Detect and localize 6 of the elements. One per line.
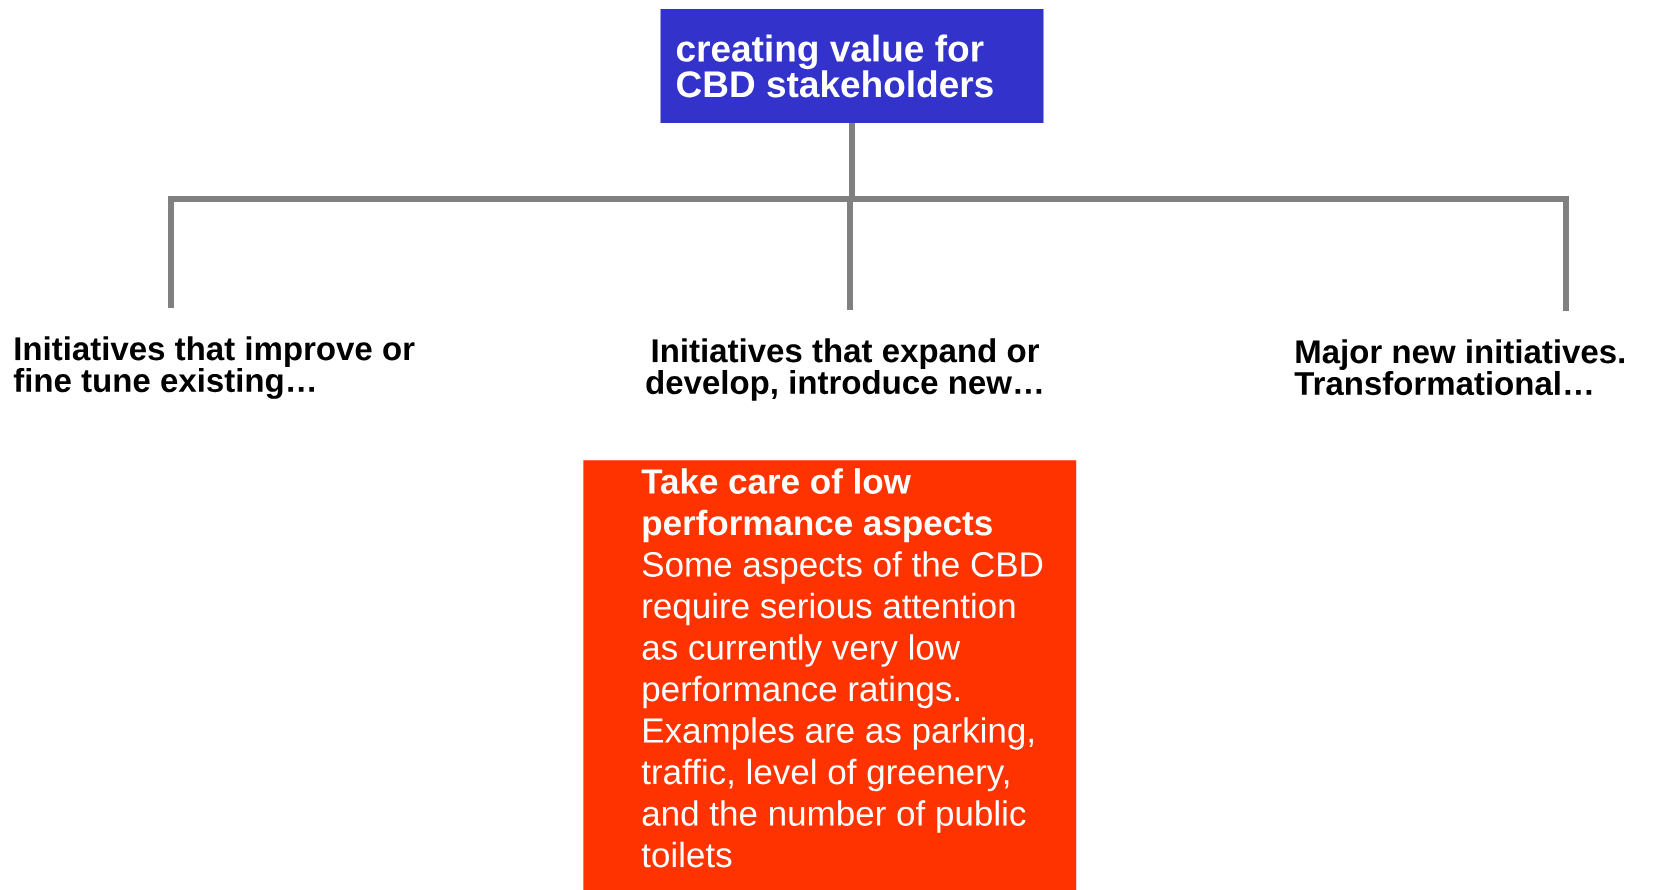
title-box: creating value for CBD stakeholders [660, 9, 1044, 123]
tree-connector [849, 123, 1569, 311]
category-label: Major new initiatives. Transformational… [1294, 339, 1624, 396]
category-label: Initiatives that expand or develop, introduce new… [646, 338, 1042, 401]
note-card: Take care of low performance aspects Some aspects of the CBD require serious attention as currently very low performance ratings. Examples are as parking, traffic, level of greenery, and the number of public toilets [583, 460, 1077, 890]
category-label: Initiatives that improve or fine tune existing… [13, 336, 415, 399]
